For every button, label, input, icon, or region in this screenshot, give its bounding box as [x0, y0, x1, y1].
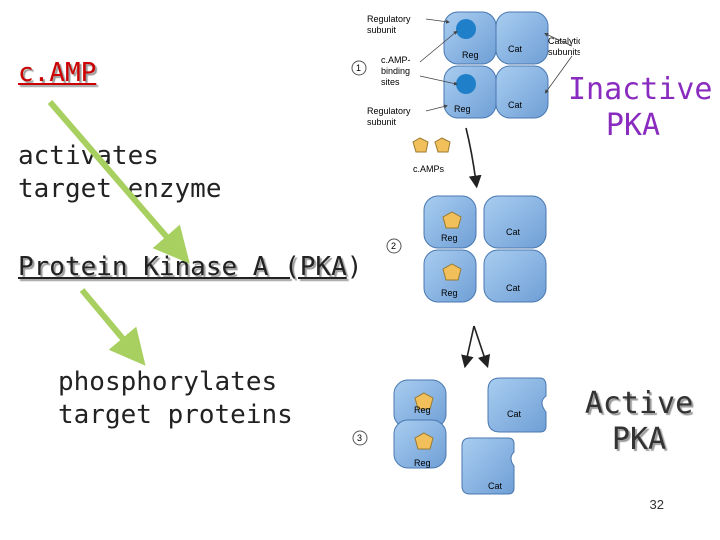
camp-binding-line3: sites [381, 77, 400, 87]
camp-molecule [412, 137, 429, 153]
cat-subunit-bottom [483, 249, 547, 303]
camp-title: c.AMP [18, 58, 97, 88]
inactive-pka-label: Inactive PKA [568, 72, 713, 144]
pka-paren: ) [346, 252, 363, 282]
cat-subunit-active [487, 377, 547, 433]
phos-line-2: target proteins [58, 400, 293, 430]
arrow-camp-to-pka [47, 100, 190, 264]
reg-label: Reg [462, 50, 479, 60]
camp-bound [442, 211, 462, 229]
step-3-marker [352, 430, 368, 446]
cat-label: Cat [506, 283, 521, 293]
active-pka-label: Active PKA [574, 386, 704, 458]
pka-figure: Reg Cat Reg Cat 1 Regulatory subunit c.A… [351, 11, 580, 495]
cat-subunit-top [495, 11, 549, 65]
leader-site-bottom [419, 75, 458, 86]
inactive-line-1: Inactive [568, 72, 713, 107]
reg-label: Reg [414, 458, 431, 468]
reg-label: Reg [414, 405, 431, 415]
active-line-2: PKA [611, 422, 667, 457]
step-3-number: 3 [357, 433, 362, 443]
regulatory-subunit-bot-line2: subunit [367, 117, 397, 127]
cat-subunit-top [483, 195, 547, 249]
step-1-number: 1 [356, 63, 361, 73]
cat-label: Cat [488, 481, 503, 491]
cat-label: Cat [507, 409, 522, 419]
camp-bound [414, 392, 434, 410]
regulatory-subunit-top-line2: subunit [367, 25, 397, 35]
camp-site-bottom [456, 74, 476, 94]
cat-subunit-bottom [495, 65, 549, 119]
reg-label: Reg [454, 104, 471, 114]
step-2-number: 2 [391, 241, 396, 251]
leader-site-top [419, 30, 458, 63]
active-line-1: Active [584, 386, 694, 421]
leader-reg-bottom [425, 104, 448, 112]
catalytic-subunits-line1: Catalytic [548, 36, 580, 46]
step-1-marker [351, 60, 367, 76]
camp-site-top [456, 19, 476, 39]
leader-reg-top [425, 18, 450, 24]
arrow-split-right [473, 325, 491, 369]
reg-label: Reg [441, 233, 458, 243]
cat-label: Cat [506, 227, 521, 237]
page-number: 32 [649, 497, 664, 512]
camp-binding-line2: binding [381, 66, 410, 76]
camp-binding-line1: c.AMP- [381, 55, 411, 65]
regulatory-subunit-bot-line1: Regulatory [367, 106, 411, 116]
cat-label: Cat [508, 100, 523, 110]
reg-label: Reg [441, 288, 458, 298]
catalytic-subunits-line2: subunits [548, 47, 580, 57]
arrow-split-left [461, 325, 475, 369]
camp-molecule [434, 137, 451, 153]
inactive-line-2: PKA [605, 108, 661, 143]
camp-bound [414, 432, 434, 450]
step-2-marker [386, 238, 402, 254]
arrow-pka-to-phos [79, 288, 146, 366]
camps-label: c.AMPs [413, 164, 445, 174]
leader-cat-bottom [544, 55, 573, 94]
phos-line-1: phosphorylates [58, 367, 278, 397]
leader-cat-top [544, 33, 573, 47]
phosphorylates-text: phosphorylates target proteins [58, 366, 293, 432]
arrow-step1-step2 [465, 127, 482, 189]
regulatory-subunit-top-line1: Regulatory [367, 14, 411, 24]
cat-label: Cat [508, 44, 523, 54]
cat-subunit-active [461, 437, 515, 495]
camp-bound [442, 263, 462, 281]
